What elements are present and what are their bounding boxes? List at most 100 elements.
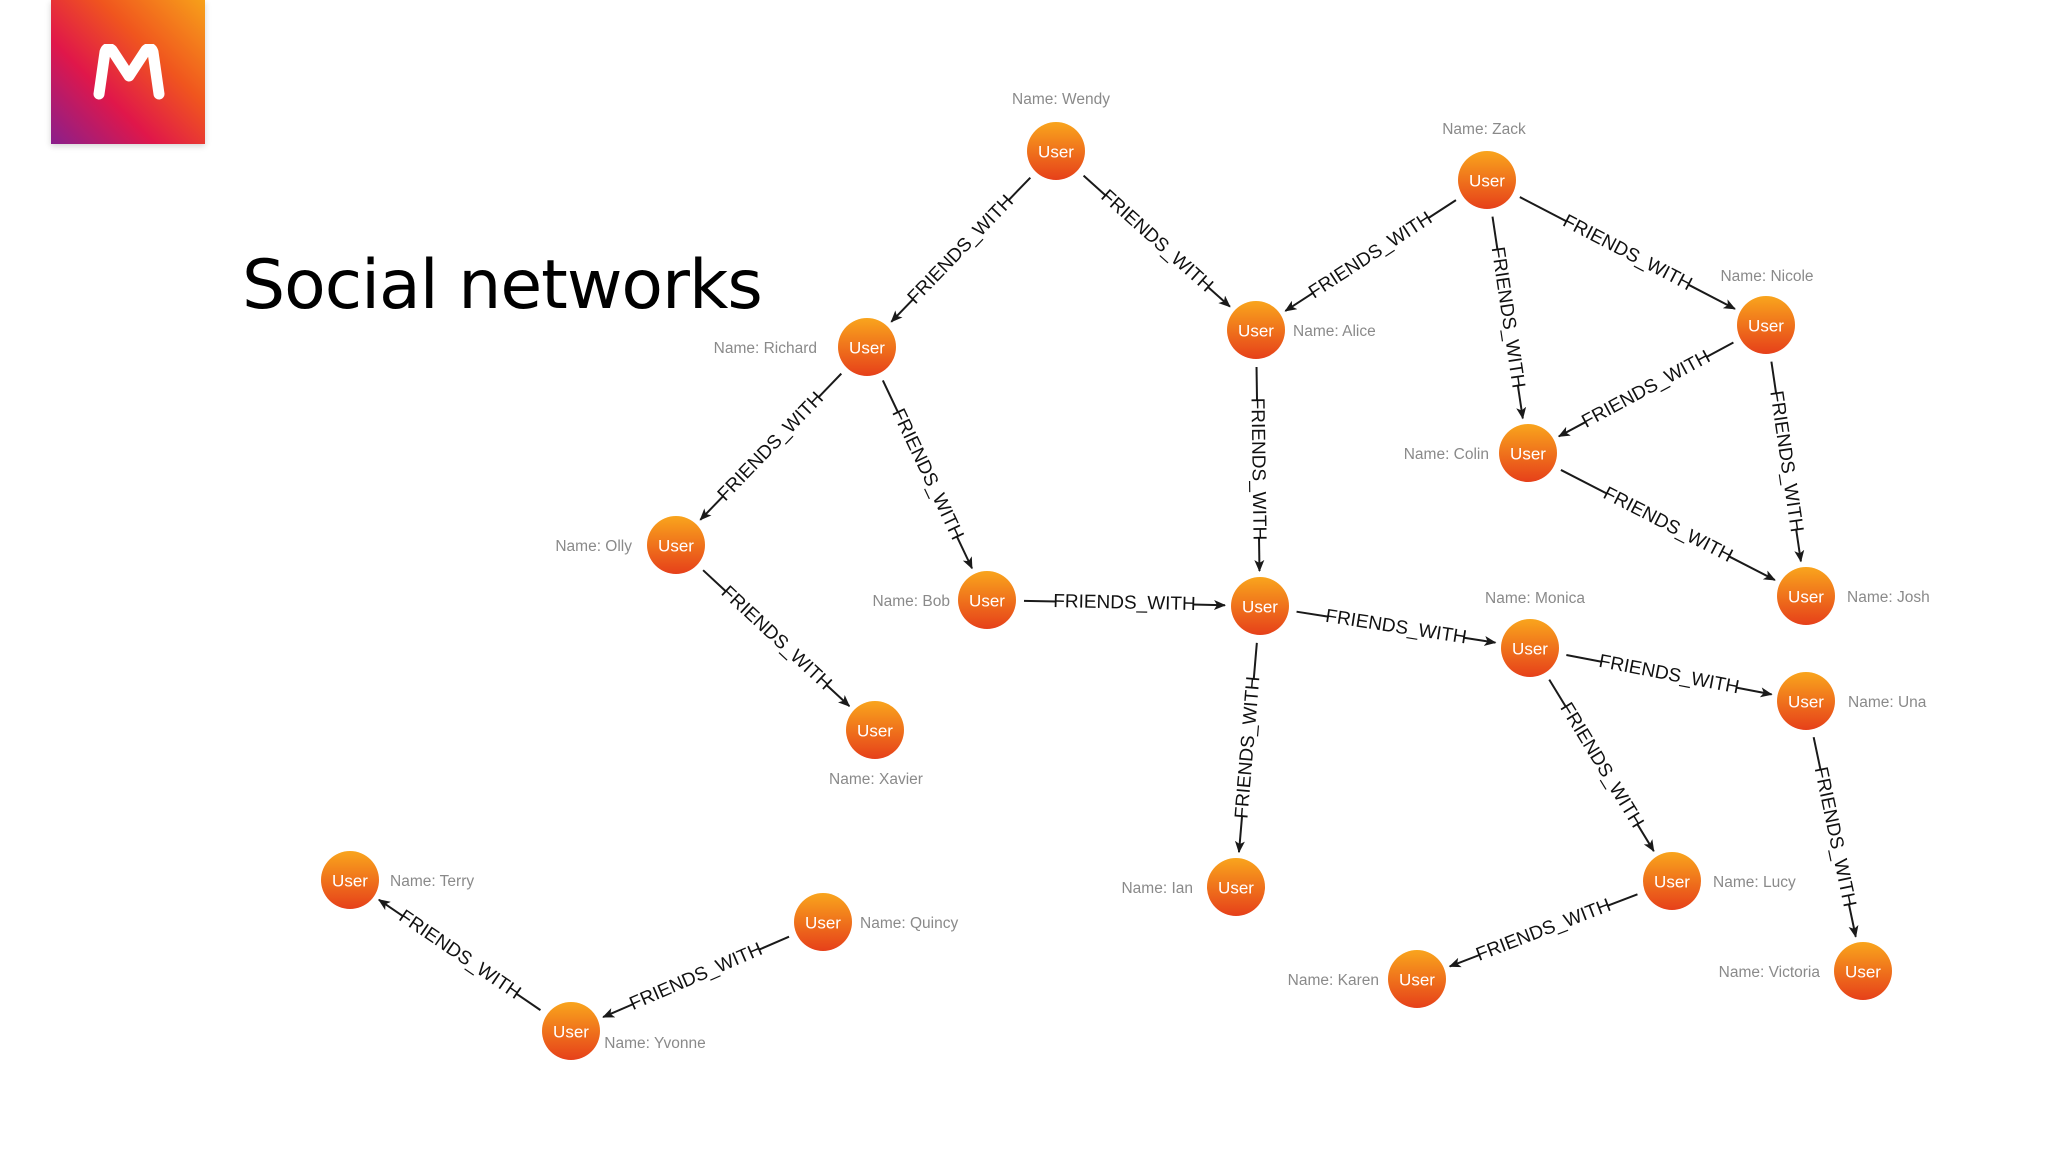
node-name-label: Name: Karen <box>1288 972 1379 989</box>
node-name-label: Name: Quincy <box>860 915 958 932</box>
edge-arrow <box>378 898 405 918</box>
node-circle[interactable] <box>1207 858 1265 916</box>
edge-arrow <box>1192 599 1227 610</box>
node-center[interactable]: User <box>1231 577 1289 635</box>
node-circle[interactable] <box>1458 151 1516 209</box>
m-letter-icon <box>93 44 165 100</box>
edge-quincy-yvonne: FRIENDS_WITH <box>602 935 790 1019</box>
edge-line <box>1705 341 1734 359</box>
node-circle[interactable] <box>838 318 896 376</box>
edge-colin-josh: FRIENDS_WITH <box>1560 469 1776 581</box>
edge-wendy-richard: FRIENDS_WITH <box>890 176 1032 323</box>
edge-arrow <box>825 683 851 707</box>
node-type-label: User <box>1845 963 1881 982</box>
node-circle[interactable] <box>846 701 904 759</box>
node-circle[interactable] <box>1737 296 1795 354</box>
node-victoria[interactable]: User Name: Victoria <box>1719 942 1892 1000</box>
edge-alice-center: FRIENDS_WITH <box>1246 366 1270 573</box>
edge-line <box>1023 599 1057 603</box>
edge-olly-xavier: FRIENDS_WITH <box>702 569 851 707</box>
node-circle[interactable] <box>1777 672 1835 730</box>
node-name-label: Name: Victoria <box>1719 964 1821 981</box>
node-circle[interactable] <box>958 571 1016 629</box>
node-name-label: Name: Yvonne <box>604 1035 705 1052</box>
edge-line <box>1082 174 1107 197</box>
edge-line <box>702 569 728 593</box>
node-type-label: User <box>1788 588 1824 607</box>
node-name-label: Name: Una <box>1848 694 1927 711</box>
edge-yvonne-terry: FRIENDS_WITH <box>378 898 542 1011</box>
node-type-label: User <box>553 1023 589 1042</box>
edge-label: FRIENDS_WITH <box>1246 398 1269 541</box>
node-type-label: User <box>1788 693 1824 712</box>
edge-arrow <box>1234 815 1245 854</box>
node-name-label: Name: Ian <box>1121 880 1193 897</box>
edge-arrow <box>699 494 725 521</box>
node-circle[interactable] <box>1027 122 1085 180</box>
edge-nicole-josh: FRIENDS_WITH <box>1765 361 1807 563</box>
edge-lucy-karen: FRIENDS_WITH <box>1448 893 1638 968</box>
edge-label: FRIENDS_WITH <box>1487 245 1529 389</box>
node-circle[interactable] <box>1227 301 1285 359</box>
node-circle[interactable] <box>542 1002 600 1060</box>
node-circle[interactable] <box>794 893 852 951</box>
node-name-label: Name: Olly <box>555 538 632 555</box>
edge-monica-lucy: FRIENDS_WITH <box>1548 679 1655 852</box>
node-circle[interactable] <box>1388 950 1446 1008</box>
edge-line <box>1560 469 1608 495</box>
edge-line <box>1427 199 1457 220</box>
node-type-label: User <box>1399 971 1435 990</box>
edge-label: FRIENDS_WITH <box>395 906 525 1004</box>
node-type-label: User <box>1242 598 1278 617</box>
edge-arrow <box>890 297 915 323</box>
node-circle[interactable] <box>1834 942 1892 1000</box>
node-circle[interactable] <box>321 851 379 909</box>
node-type-label: User <box>857 722 893 741</box>
node-karen[interactable]: User Name: Karen <box>1288 950 1446 1008</box>
edge-line <box>1007 176 1032 202</box>
edge-arrow <box>1735 686 1773 698</box>
edge-label: FRIENDS_WITH <box>1305 208 1436 303</box>
edge-line <box>1770 361 1778 395</box>
edge-richard-bob: FRIENDS_WITH <box>881 380 973 570</box>
node-circle[interactable] <box>1499 424 1557 482</box>
edge-label: FRIENDS_WITH <box>1578 346 1713 432</box>
node-name-label: Name: Xavier <box>829 771 923 788</box>
node-type-label: User <box>1654 873 1690 892</box>
node-type-label: User <box>969 592 1005 611</box>
edge-label: FRIENDS_WITH <box>1559 211 1695 295</box>
node-circle[interactable] <box>1501 619 1559 677</box>
node-name-label: Name: Richard <box>714 340 817 357</box>
node-name-label: Name: Terry <box>390 873 474 890</box>
node-una[interactable]: User Name: Una <box>1777 672 1927 730</box>
edge-label: FRIENDS_WITH <box>1097 186 1217 297</box>
node-circle[interactable] <box>1231 577 1289 635</box>
node-type-label: User <box>1512 640 1548 659</box>
edge-label: FRIENDS_WITH <box>714 388 828 505</box>
edge-center-monica: FRIENDS_WITH <box>1296 606 1497 648</box>
node-circle[interactable] <box>1643 852 1701 910</box>
node-circle[interactable] <box>647 516 705 574</box>
edge-arrow <box>1516 384 1527 420</box>
edge-line <box>758 935 790 951</box>
node-type-label: User <box>1238 322 1274 341</box>
node-circle[interactable] <box>1777 567 1835 625</box>
edge-center-ian: FRIENDS_WITH <box>1231 642 1264 854</box>
node-lucy[interactable]: User Name: Lucy <box>1643 852 1796 910</box>
node-name-label: Name: Lucy <box>1713 874 1796 891</box>
